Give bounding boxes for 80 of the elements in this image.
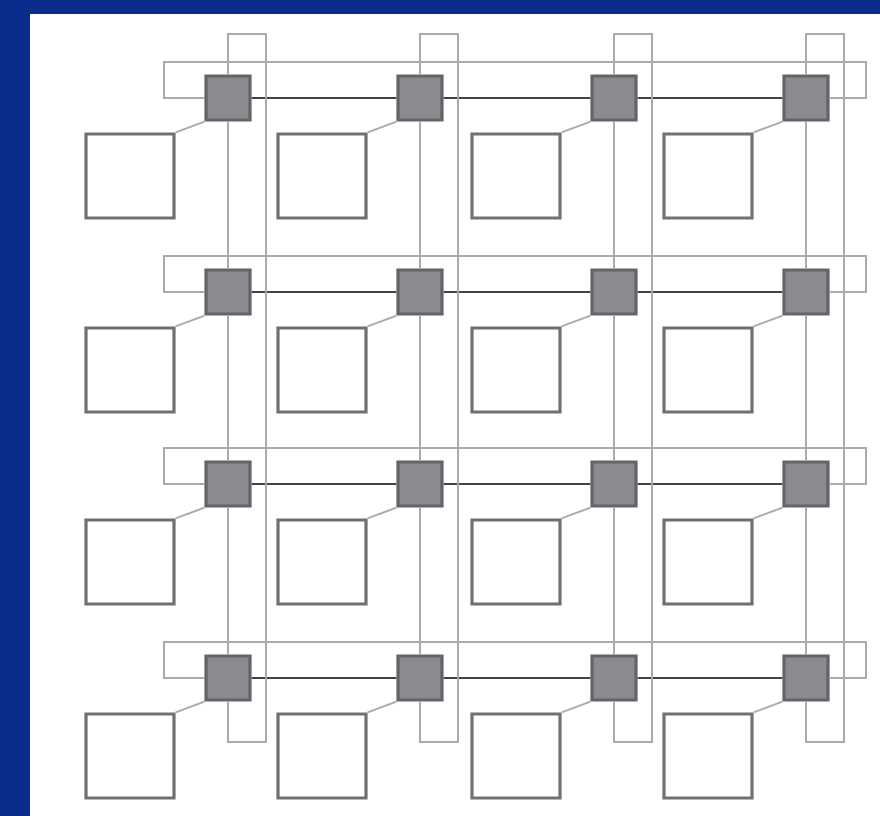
connector-line — [752, 506, 784, 520]
processor-box — [276, 712, 368, 800]
processor-box — [470, 326, 562, 414]
link-line — [419, 314, 421, 462]
wraparound-link — [163, 641, 867, 679]
connector-line — [560, 120, 592, 134]
link-line — [805, 506, 807, 656]
connector-line — [752, 700, 784, 714]
link-line — [636, 291, 784, 293]
connector-line — [174, 506, 206, 520]
processor-box — [84, 712, 176, 800]
link-line — [442, 291, 592, 293]
connector-line — [560, 506, 592, 520]
router-box — [782, 654, 830, 702]
router-box — [782, 268, 830, 316]
link-line — [227, 506, 229, 656]
connector-line — [366, 700, 398, 714]
link-line — [250, 291, 398, 293]
link-line — [419, 120, 421, 270]
wraparound-link — [613, 33, 653, 743]
link-line — [636, 677, 784, 679]
router-box — [782, 460, 830, 508]
router-box — [590, 74, 638, 122]
router-box — [396, 654, 444, 702]
connector-line — [174, 120, 206, 134]
router-box — [396, 268, 444, 316]
connector-line — [366, 314, 398, 328]
wraparound-link — [163, 447, 867, 485]
link-line — [805, 120, 807, 270]
link-line — [250, 97, 398, 99]
processor-box — [470, 518, 562, 606]
processor-box — [662, 132, 754, 220]
connector-line — [560, 700, 592, 714]
connector-line — [366, 506, 398, 520]
processor-box — [84, 326, 176, 414]
processor-box — [276, 132, 368, 220]
link-line — [636, 97, 784, 99]
processor-box — [84, 518, 176, 606]
router-box — [396, 74, 444, 122]
processor-box — [276, 326, 368, 414]
processor-box — [84, 132, 176, 220]
link-line — [442, 677, 592, 679]
processor-box — [662, 326, 754, 414]
link-line — [636, 483, 784, 485]
wraparound-link — [805, 33, 845, 743]
connector-line — [752, 120, 784, 134]
router-box — [782, 74, 830, 122]
connector-line — [560, 314, 592, 328]
wraparound-link — [227, 33, 267, 743]
processor-box — [470, 132, 562, 220]
processor-box — [662, 712, 754, 800]
router-box — [590, 654, 638, 702]
processor-box — [662, 518, 754, 606]
link-line — [442, 97, 592, 99]
processor-box — [276, 518, 368, 606]
connector-line — [174, 314, 206, 328]
processor-box — [470, 712, 562, 800]
link-line — [419, 506, 421, 656]
router-box — [396, 460, 444, 508]
router-box — [204, 460, 252, 508]
wraparound-link — [163, 255, 867, 293]
wraparound-link — [163, 61, 867, 99]
connector-line — [752, 314, 784, 328]
link-line — [227, 314, 229, 462]
link-line — [250, 483, 398, 485]
link-line — [227, 120, 229, 270]
connector-line — [366, 120, 398, 134]
link-line — [613, 506, 615, 656]
router-box — [204, 268, 252, 316]
connector-line — [174, 700, 206, 714]
router-box — [590, 460, 638, 508]
link-line — [805, 314, 807, 462]
router-box — [204, 654, 252, 702]
router-box — [590, 268, 638, 316]
link-line — [250, 677, 398, 679]
wraparound-link — [419, 33, 459, 743]
link-line — [613, 314, 615, 462]
link-line — [613, 120, 615, 270]
router-box — [204, 74, 252, 122]
link-line — [442, 483, 592, 485]
